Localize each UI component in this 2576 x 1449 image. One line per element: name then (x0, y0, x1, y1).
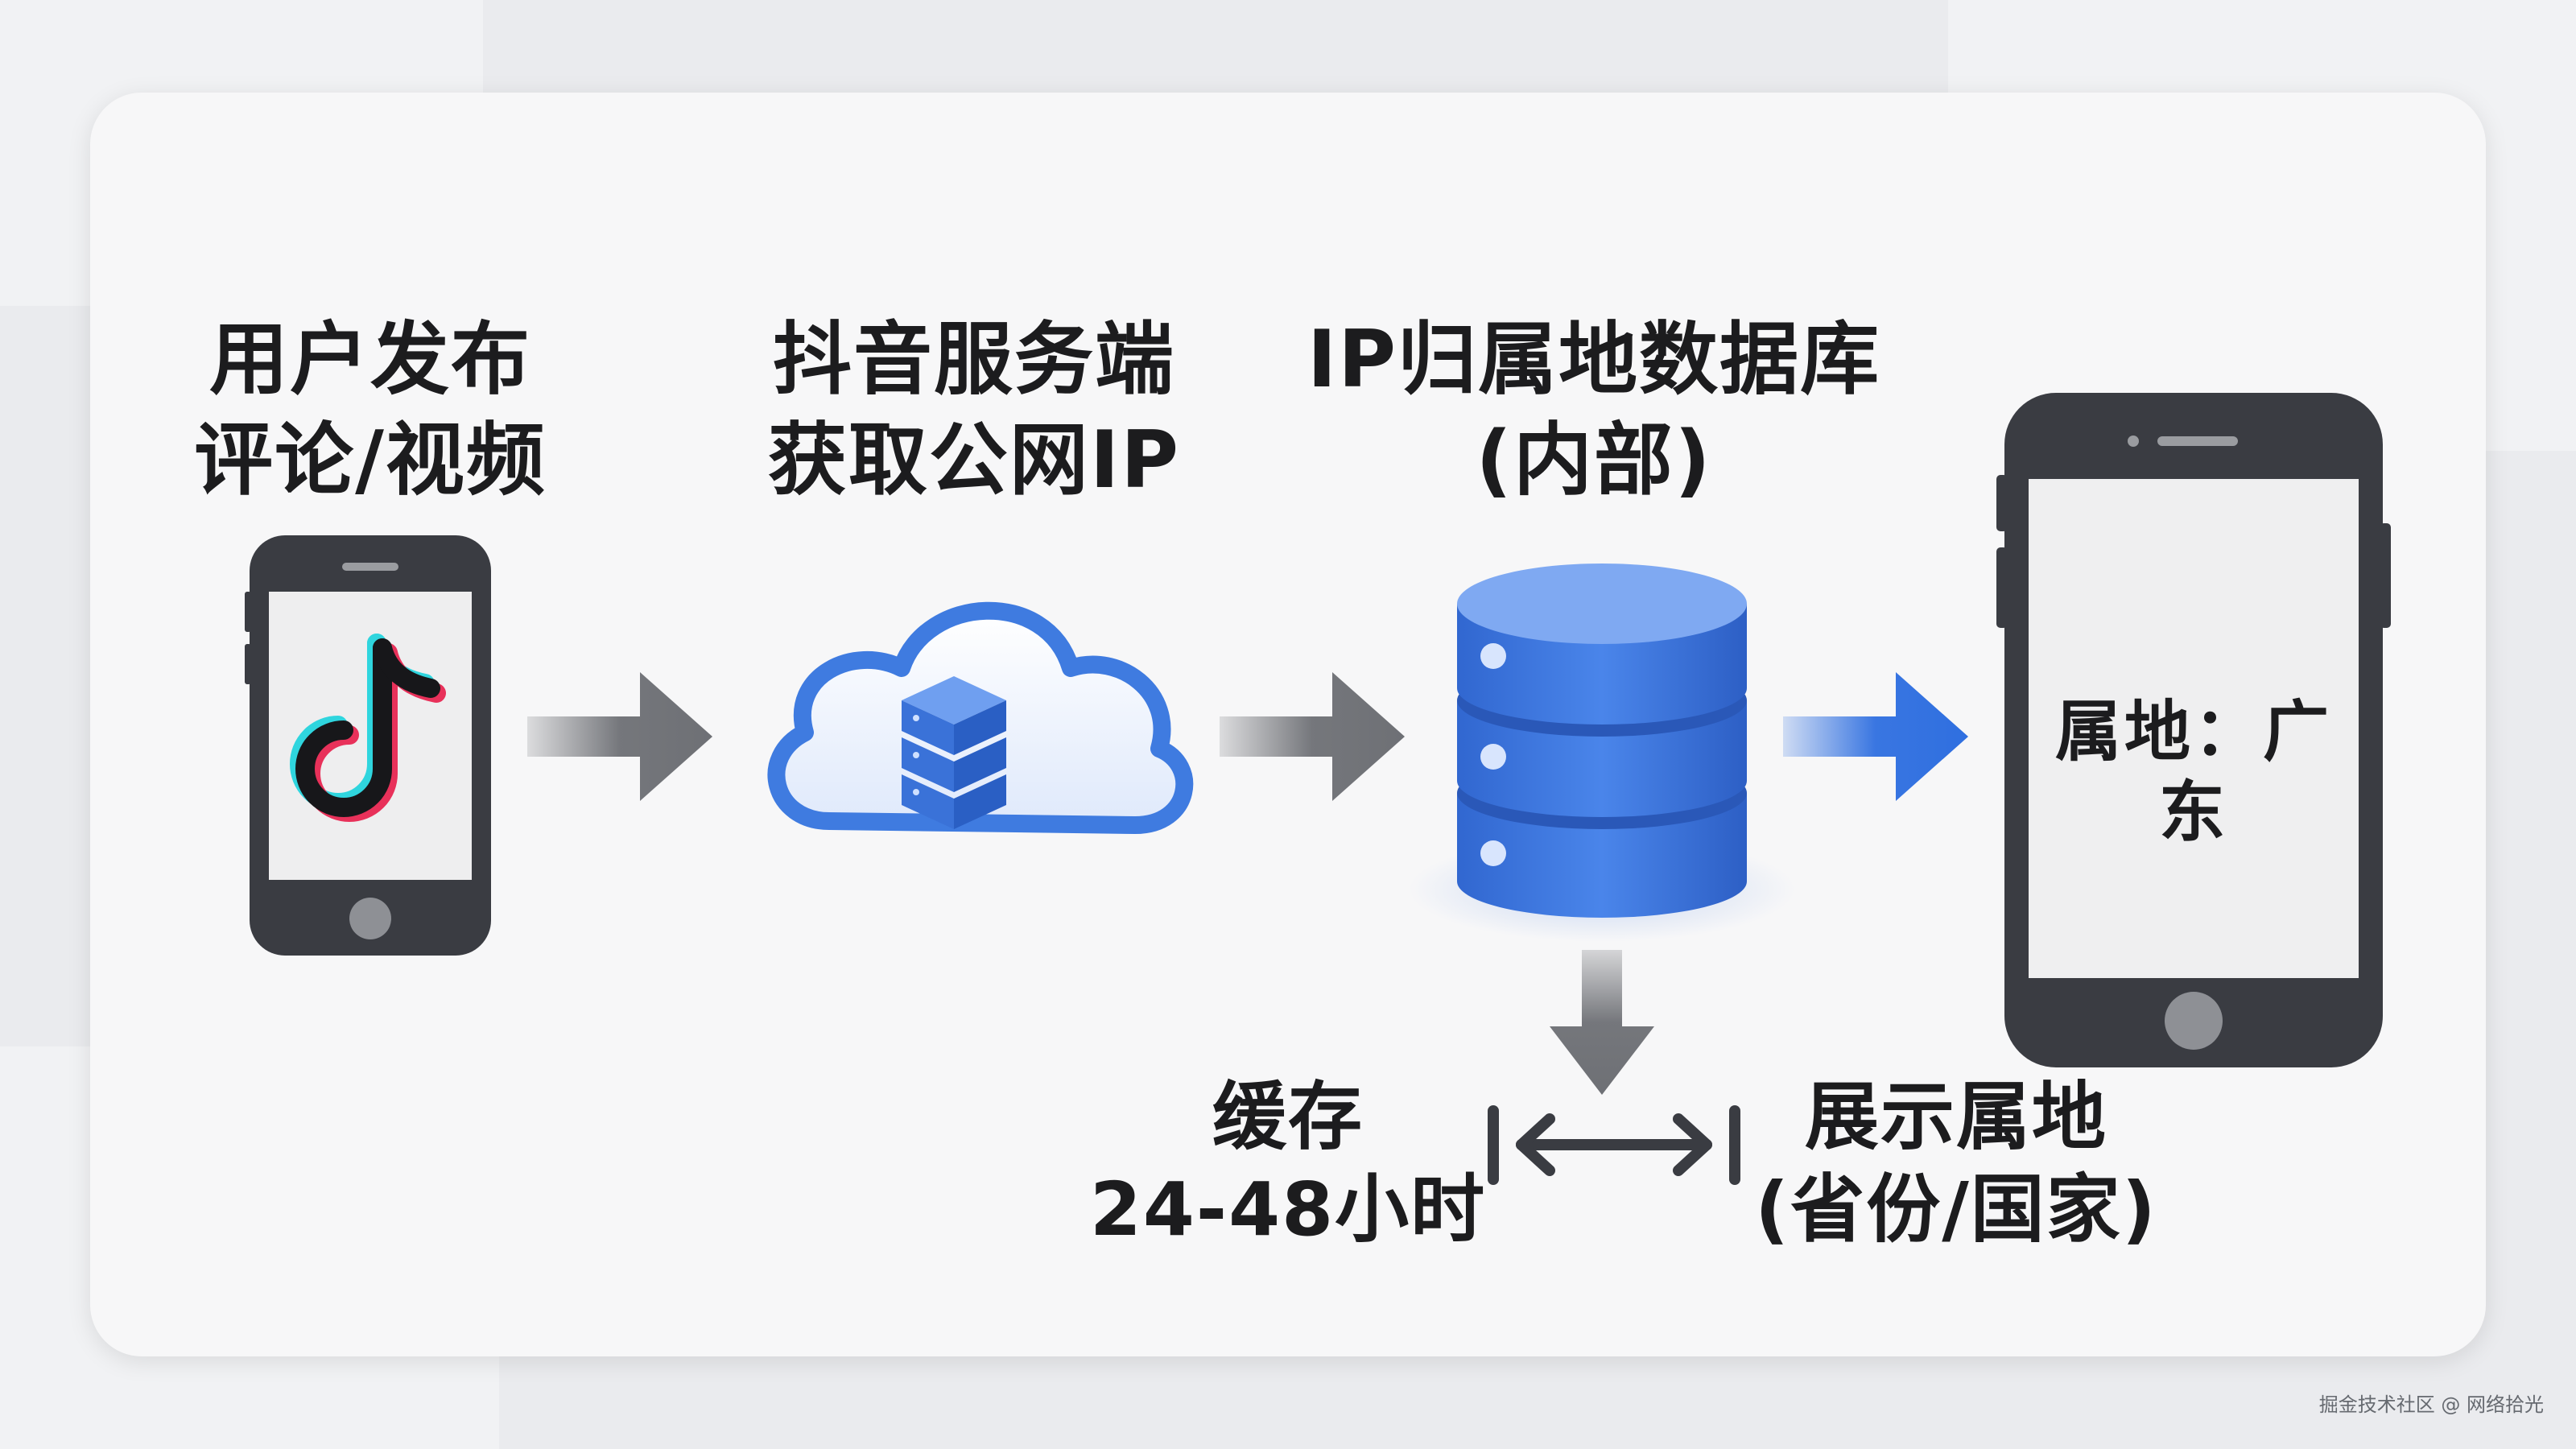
server-step-label: 抖音服务端 获取公网IP (767, 314, 1181, 506)
watermark: 掘金技术社区 @ 网络拾光 (2318, 1393, 2544, 1416)
server-stack-icon (902, 676, 1006, 829)
cloud-server-icon (767, 601, 1194, 834)
cache-down-arrow (1550, 950, 1654, 1095)
cache-note: 缓存 24-48小时 (1089, 1074, 1487, 1253)
phone-screen-text: 属地：广东 (2054, 694, 2332, 851)
display-note: 展示属地 (省份/国家) (1755, 1074, 2157, 1253)
database-icon (1409, 564, 1795, 942)
flow-arrow-2 (1220, 672, 1405, 801)
result-phone-icon (1996, 393, 2391, 1067)
user-phone-icon (245, 535, 491, 956)
double-arrow (1488, 1105, 1740, 1185)
flow-arrow-blue (1783, 672, 1968, 801)
tiktok-logo (290, 634, 446, 822)
user-step-label: 用户发布 评论/视频 (194, 314, 547, 506)
database-step-label: IP归属地数据库 (内部) (1307, 314, 1881, 506)
flow-arrow-1 (527, 672, 712, 801)
